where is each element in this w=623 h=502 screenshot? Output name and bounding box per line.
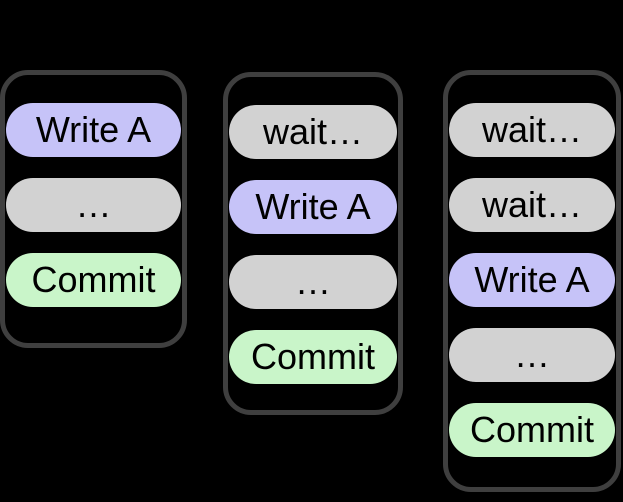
step-pill-ellipsis: … xyxy=(229,255,397,309)
step-pill-write: Write A xyxy=(6,103,181,157)
transaction-column-3: wait… wait… Write A … Commit xyxy=(443,70,621,492)
step-pill-wait: wait… xyxy=(449,103,615,157)
step-pill-ellipsis: … xyxy=(6,178,181,232)
step-pill-commit: Commit xyxy=(229,330,397,384)
step-pill-write: Write A xyxy=(449,253,615,307)
step-pill-wait: wait… xyxy=(229,105,397,159)
step-pill-ellipsis: … xyxy=(449,328,615,382)
step-pill-wait: wait… xyxy=(449,178,615,232)
transaction-column-2: wait… Write A … Commit xyxy=(223,72,403,415)
step-pill-commit: Commit xyxy=(449,403,615,457)
transaction-column-1: Write A … Commit xyxy=(0,70,187,348)
step-pill-commit: Commit xyxy=(6,253,181,307)
step-pill-write: Write A xyxy=(229,180,397,234)
